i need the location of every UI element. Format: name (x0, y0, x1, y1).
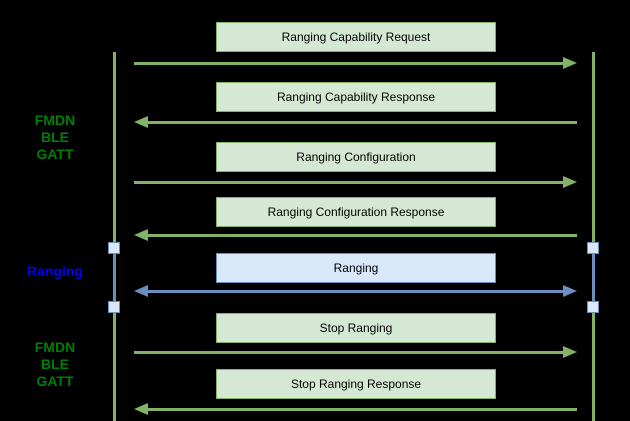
message-arrow-left (134, 229, 577, 241)
message-box: Ranging Configuration (216, 142, 496, 172)
message-arrow-right (134, 57, 577, 69)
activation-endpoint-right-bottom (587, 301, 599, 313)
arrowhead-left-icon (134, 403, 148, 415)
arrowhead-left-icon (134, 285, 148, 297)
message-label: Ranging Capability Request (281, 30, 431, 44)
side-label-line: FMDN (34, 339, 76, 355)
message-label: Ranging (333, 261, 379, 275)
arrow-line (146, 120, 577, 124)
message-arrow-left (134, 403, 577, 415)
message-box: Ranging Capability Request (216, 22, 496, 52)
side-label-fmdn-ble-gatt-bottom: FMDN BLE GATT (5, 339, 105, 390)
arrow-line (134, 350, 565, 354)
message-box: Ranging Configuration Response (216, 197, 496, 227)
activation-bar-left (113, 248, 116, 308)
arrowhead-right-icon (563, 176, 577, 188)
message-label: Stop Ranging (319, 321, 393, 335)
arrow-line (146, 233, 577, 237)
lifeline-left (113, 52, 116, 421)
message-arrow-both (134, 285, 577, 297)
side-label-ranging: Ranging (5, 263, 105, 280)
activation-endpoint-left-bottom (108, 301, 120, 313)
message-arrow-right (134, 346, 577, 358)
side-label-line: BLE (41, 129, 69, 145)
side-label-line: FMDN (34, 112, 76, 128)
side-label-line: GATT (36, 373, 74, 389)
arrowhead-left-icon (134, 229, 148, 241)
side-label-line: GATT (36, 146, 74, 162)
message-label: Ranging Configuration Response (267, 205, 445, 219)
message-box: Ranging Capability Response (216, 82, 496, 112)
activation-endpoint-left-top (108, 242, 120, 254)
arrowhead-right-icon (563, 285, 577, 297)
arrow-line (134, 180, 565, 184)
arrowhead-right-icon (563, 346, 577, 358)
message-label: Ranging Capability Response (276, 90, 436, 104)
side-label-line: BLE (41, 356, 69, 372)
message-arrow-left (134, 116, 577, 128)
arrow-line (146, 407, 577, 411)
arrow-line (134, 61, 565, 65)
message-label: Stop Ranging Response (290, 377, 422, 391)
message-label: Ranging Configuration (296, 150, 416, 164)
side-label-fmdn-ble-gatt-top: FMDN BLE GATT (5, 112, 105, 163)
lifeline-right (592, 52, 595, 421)
activation-endpoint-right-top (587, 242, 599, 254)
message-arrow-right (134, 176, 577, 188)
message-box: Ranging (216, 253, 496, 283)
arrowhead-left-icon (134, 116, 148, 128)
message-box: Stop Ranging (216, 313, 496, 343)
activation-bar-right (592, 248, 595, 308)
message-box: Stop Ranging Response (216, 369, 496, 399)
arrow-line (146, 289, 565, 293)
arrowhead-right-icon (563, 57, 577, 69)
side-label-line: Ranging (27, 263, 83, 279)
